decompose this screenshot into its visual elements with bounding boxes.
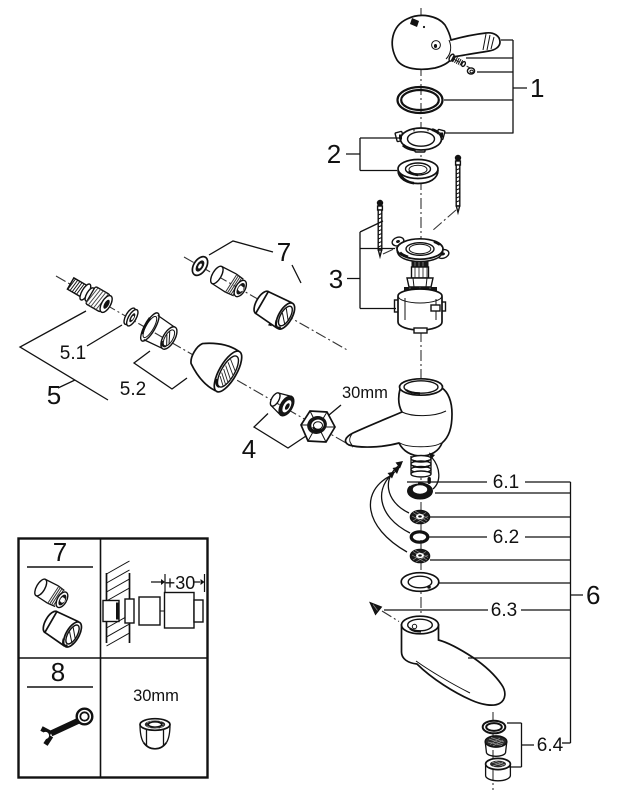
callout-6-3-label: 6.3	[491, 600, 517, 621]
callout-5-1-label: 5.1	[60, 343, 86, 364]
extension-fitting-7	[209, 265, 248, 298]
handle-color-notch	[410, 18, 419, 27]
escutcheon-cup-5-2	[139, 312, 178, 350]
wrench-icon	[40, 707, 94, 746]
handle-screw	[448, 53, 467, 68]
callout-4-label: 4	[242, 434, 256, 464]
locking-ring	[394, 127, 446, 153]
shank-pin	[427, 477, 431, 484]
callout-6-1-label: 6.1	[493, 472, 519, 493]
legend-plus30-label: +30	[165, 573, 196, 593]
nut-icon	[139, 717, 171, 750]
o-ring-large	[396, 85, 444, 115]
legend-8-label: 8	[51, 657, 65, 687]
callout-1: 1	[444, 39, 544, 134]
insert-part4	[269, 392, 295, 417]
grub-screw	[369, 601, 383, 616]
callout-4: 4	[242, 413, 307, 464]
aerator-insert-6-4	[484, 735, 508, 757]
dimension-30mm: 30mm	[328, 384, 388, 416]
lever-handle	[391, 14, 501, 71]
washer-5-1	[123, 307, 139, 327]
cartridge	[393, 261, 447, 334]
callout-6-label: 6	[586, 580, 600, 610]
handle-plug	[466, 67, 476, 75]
legend-fitting-small	[34, 578, 69, 609]
assembly-arrows	[369, 452, 440, 553]
body-shank	[410, 454, 432, 484]
cap-ring	[397, 158, 439, 185]
mounting-flange	[391, 236, 450, 263]
callout-3: 3	[329, 220, 396, 310]
o-ring-6-4	[481, 719, 507, 735]
faucet-body	[344, 377, 453, 457]
callout-7-diagram: 7	[208, 237, 302, 284]
spout	[400, 615, 506, 706]
union-nipple-5-1	[66, 276, 113, 314]
legend-wall-section: +30	[102, 560, 206, 647]
callout-6-4-label: 6.4	[537, 735, 564, 756]
legend-table: 7	[17, 537, 209, 779]
callout-6: 6.1 6.2 6.3 6 6.4	[384, 472, 600, 768]
callout-5: 5 5.1 5.2	[18, 310, 188, 410]
callout-5-2-label: 5.2	[120, 379, 146, 400]
aerator-housing-6-4	[484, 757, 512, 782]
callout-5-label: 5	[47, 380, 61, 410]
legend-sleeve-large	[42, 610, 83, 648]
nut-30mm-part4	[300, 410, 336, 443]
legend-30mm-label: 30mm	[133, 687, 179, 705]
callout-7-label: 7	[277, 237, 291, 267]
fixing-screw-left	[376, 199, 384, 260]
callout-3-label: 3	[329, 264, 343, 294]
callout-2-label: 2	[327, 139, 341, 169]
extension-sleeve-7	[253, 290, 296, 330]
dimension-30mm-label: 30mm	[342, 384, 388, 402]
seal-stack	[400, 482, 440, 593]
callout-1-label: 1	[530, 73, 544, 103]
fixing-screw-right	[454, 154, 462, 216]
callout-2: 2	[327, 137, 401, 172]
callout-6-2-label: 6.2	[493, 527, 519, 548]
escutcheon-rosette-5-2	[190, 342, 243, 393]
legend-7-label: 7	[53, 537, 67, 567]
seal-ring-7	[191, 255, 209, 277]
